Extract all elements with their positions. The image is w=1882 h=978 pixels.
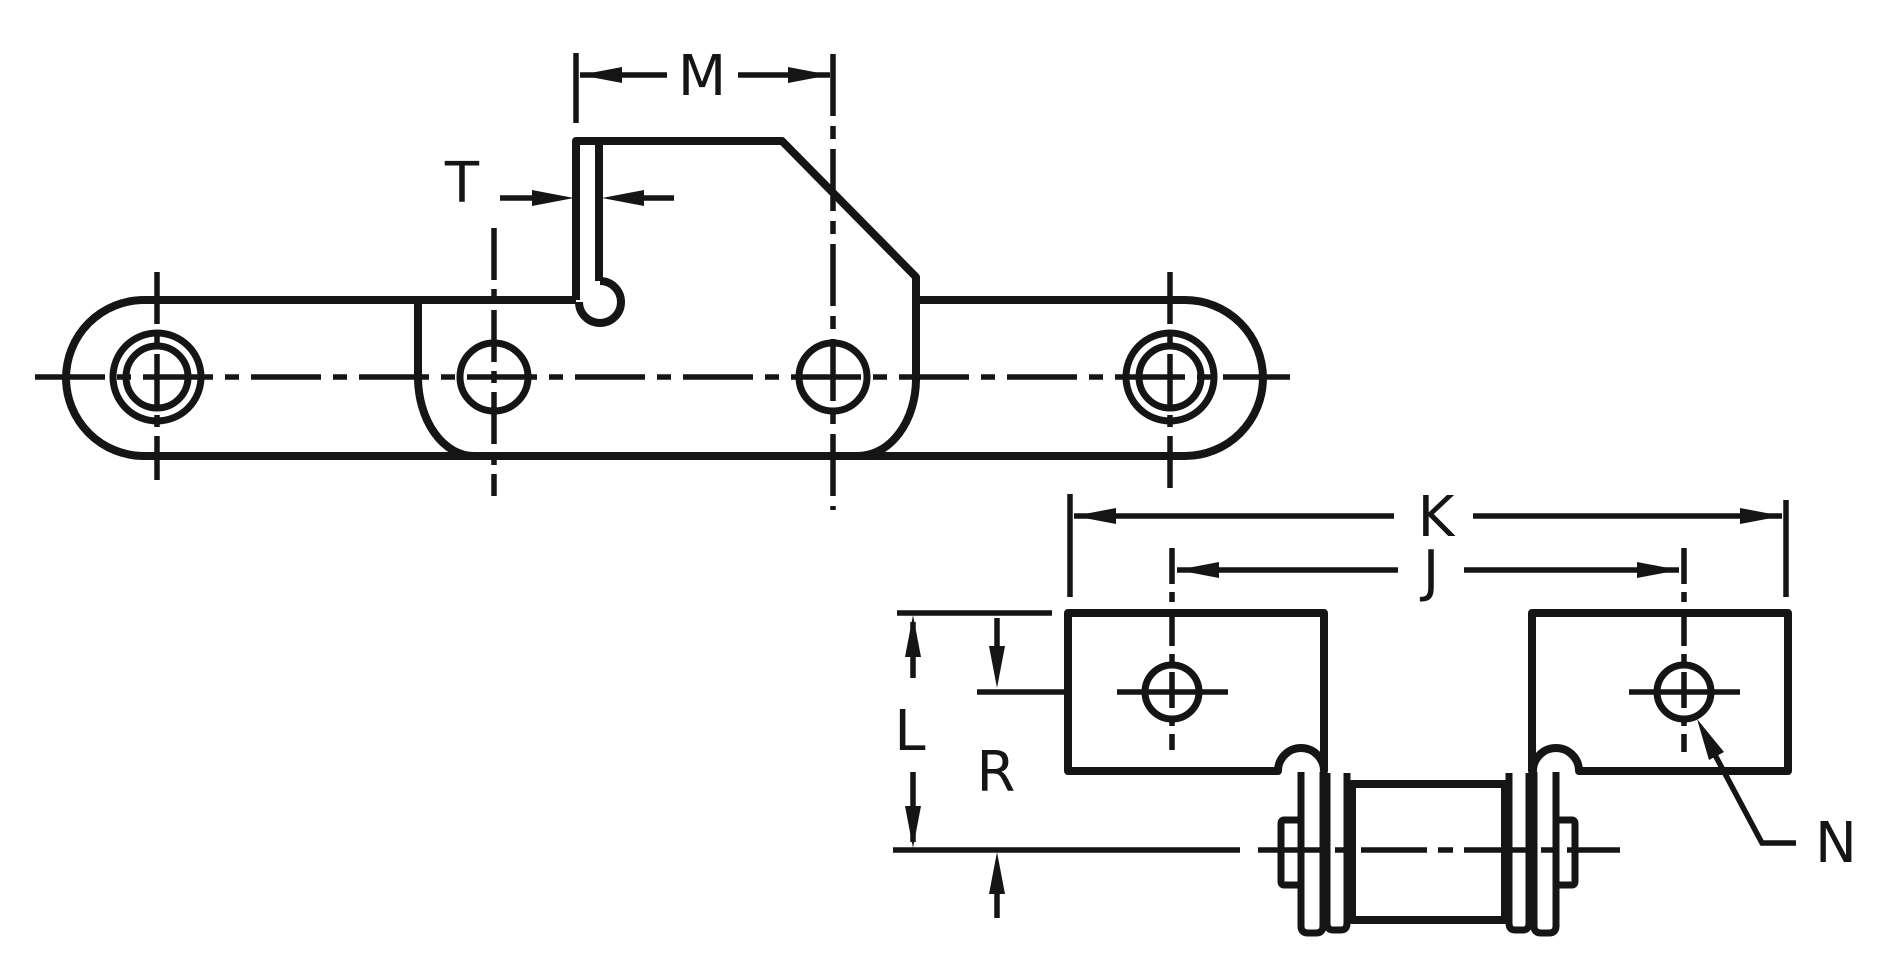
- dim-label-n: N: [1815, 811, 1857, 876]
- attachment-plate-top-profile: [572, 137, 920, 460]
- dim-r-down-arrow-icon: [989, 646, 1005, 688]
- dim-label-r: R: [977, 740, 1016, 805]
- end-view: K J L R N: [893, 485, 1857, 937]
- left-link-plate-outline: [62, 296, 1185, 460]
- dim-m-left-arrow-icon: [580, 67, 622, 83]
- callout-n-leader-line: [1711, 751, 1796, 846]
- dim-k-left-arrow-icon: [1074, 508, 1116, 524]
- dim-label-t: T: [444, 151, 480, 216]
- right-bracket-plate: [1528, 609, 1792, 775]
- pin-4-inner-circle: [1135, 342, 1205, 412]
- attachment-plate-left-edge: [414, 300, 475, 460]
- right-link-plate-outline: [916, 296, 1267, 460]
- right-outer-link-plate-edge: [1530, 772, 1560, 937]
- dim-r-up-arrow-icon: [989, 852, 1005, 894]
- left-outer-link-plate-edge: [1297, 772, 1327, 937]
- right-inner-link-plate-edge: [1505, 773, 1533, 934]
- dim-m-right-arrow-icon: [788, 67, 830, 83]
- callout-n-arrow-icon: [1697, 719, 1724, 760]
- dimension-t: T: [444, 151, 674, 216]
- side-view: M T: [35, 44, 1290, 510]
- left-inner-link-plate-edge: [1323, 773, 1351, 934]
- dim-k-right-arrow-icon: [1740, 508, 1782, 524]
- dimension-l: L: [894, 615, 926, 848]
- dimension-k: K: [1067, 485, 1789, 597]
- left-bracket-plate: [1064, 609, 1328, 775]
- dimension-m: M: [573, 44, 830, 123]
- attachment-tab-curl: [575, 277, 625, 327]
- dim-label-m: M: [678, 44, 726, 109]
- dim-label-j: J: [1420, 539, 1440, 604]
- dimension-r: R: [977, 618, 1016, 918]
- callout-n: N: [1697, 719, 1857, 876]
- dim-label-l: L: [894, 699, 925, 764]
- dim-t-right-arrow-icon: [602, 190, 644, 206]
- dim-l-up-arrow-icon: [905, 615, 921, 657]
- dim-label-k: K: [1418, 485, 1456, 550]
- dim-j-left-arrow-icon: [1177, 562, 1219, 578]
- dim-t-left-arrow-icon: [532, 190, 574, 206]
- dim-j-right-arrow-icon: [1637, 562, 1679, 578]
- pin-1-inner-circle: [122, 342, 192, 412]
- dim-l-down-arrow-icon: [905, 806, 921, 848]
- dimension-j: J: [1177, 539, 1679, 604]
